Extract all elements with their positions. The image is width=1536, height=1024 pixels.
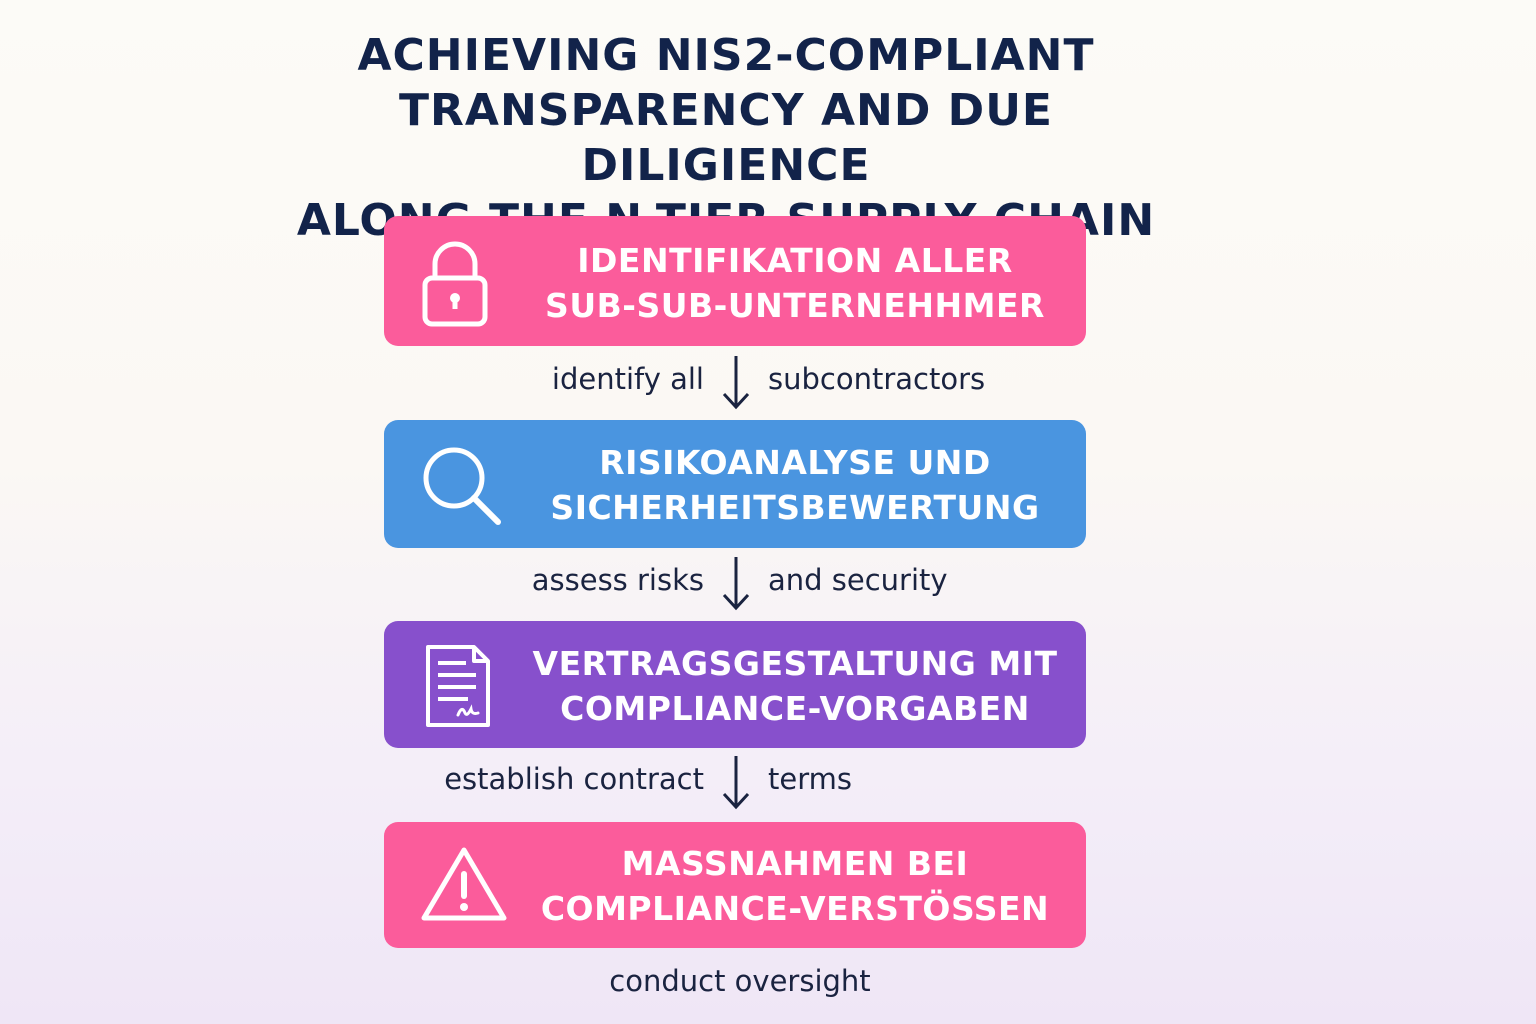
connector-3: establish contract terms bbox=[0, 754, 1536, 814]
contract-document-icon bbox=[424, 643, 492, 733]
step-1-label: IDENTIFIKATION ALLER SUB-SUB-UNTERNEHHME… bbox=[545, 241, 1045, 325]
title-line-1: ACHIEVING NIS2-COMPLIANT bbox=[357, 30, 1095, 81]
connector-1-right-text: subcontractors bbox=[768, 362, 986, 396]
step-contract-design: VERTRAGSGESTALTUNG MIT COMPLIANCE-VORGAB… bbox=[384, 621, 1086, 748]
title-line-2: TRANSPARENCY AND DUE DILIGIENCE bbox=[399, 85, 1053, 191]
connector-2-right-text: and security bbox=[768, 563, 948, 597]
step-2-label: RISIKOANALYSE UND SICHERHEITSBEWERTUNG bbox=[550, 443, 1040, 527]
final-note: conduct oversight bbox=[609, 964, 871, 998]
connector-1: identify all subcontractors bbox=[0, 354, 1536, 414]
step-compliance-violation-measures: MASSNAHMEN BEI COMPLIANCE-VERSTÖSSEN bbox=[384, 822, 1086, 948]
step-3-label: VERTRAGSGESTALTUNG MIT COMPLIANCE-VORGAB… bbox=[532, 644, 1058, 728]
diagram-title: ACHIEVING NIS2-COMPLIANT TRANSPARENCY AN… bbox=[280, 28, 1172, 248]
connector-2: assess risks and security bbox=[0, 555, 1536, 615]
down-arrow-icon bbox=[722, 356, 750, 410]
step-risk-analysis: RISIKOANALYSE UND SICHERHEITSBEWERTUNG bbox=[384, 420, 1086, 548]
connector-3-left-text: establish contract bbox=[444, 762, 704, 796]
step-identify-subcontractors: IDENTIFIKATION ALLER SUB-SUB-UNTERNEHHME… bbox=[384, 216, 1086, 346]
down-arrow-icon bbox=[722, 557, 750, 611]
step-4-label: MASSNAHMEN BEI COMPLIANCE-VERSTÖSSEN bbox=[540, 844, 1050, 928]
warning-triangle-icon bbox=[420, 844, 508, 928]
connector-2-left-text: assess risks bbox=[531, 563, 704, 597]
connector-3-right-text: terms bbox=[768, 762, 852, 796]
down-arrow-icon bbox=[722, 756, 750, 810]
connector-1-left-text: identify all bbox=[551, 362, 704, 396]
lock-icon bbox=[420, 240, 490, 332]
magnifier-icon bbox=[420, 444, 504, 532]
